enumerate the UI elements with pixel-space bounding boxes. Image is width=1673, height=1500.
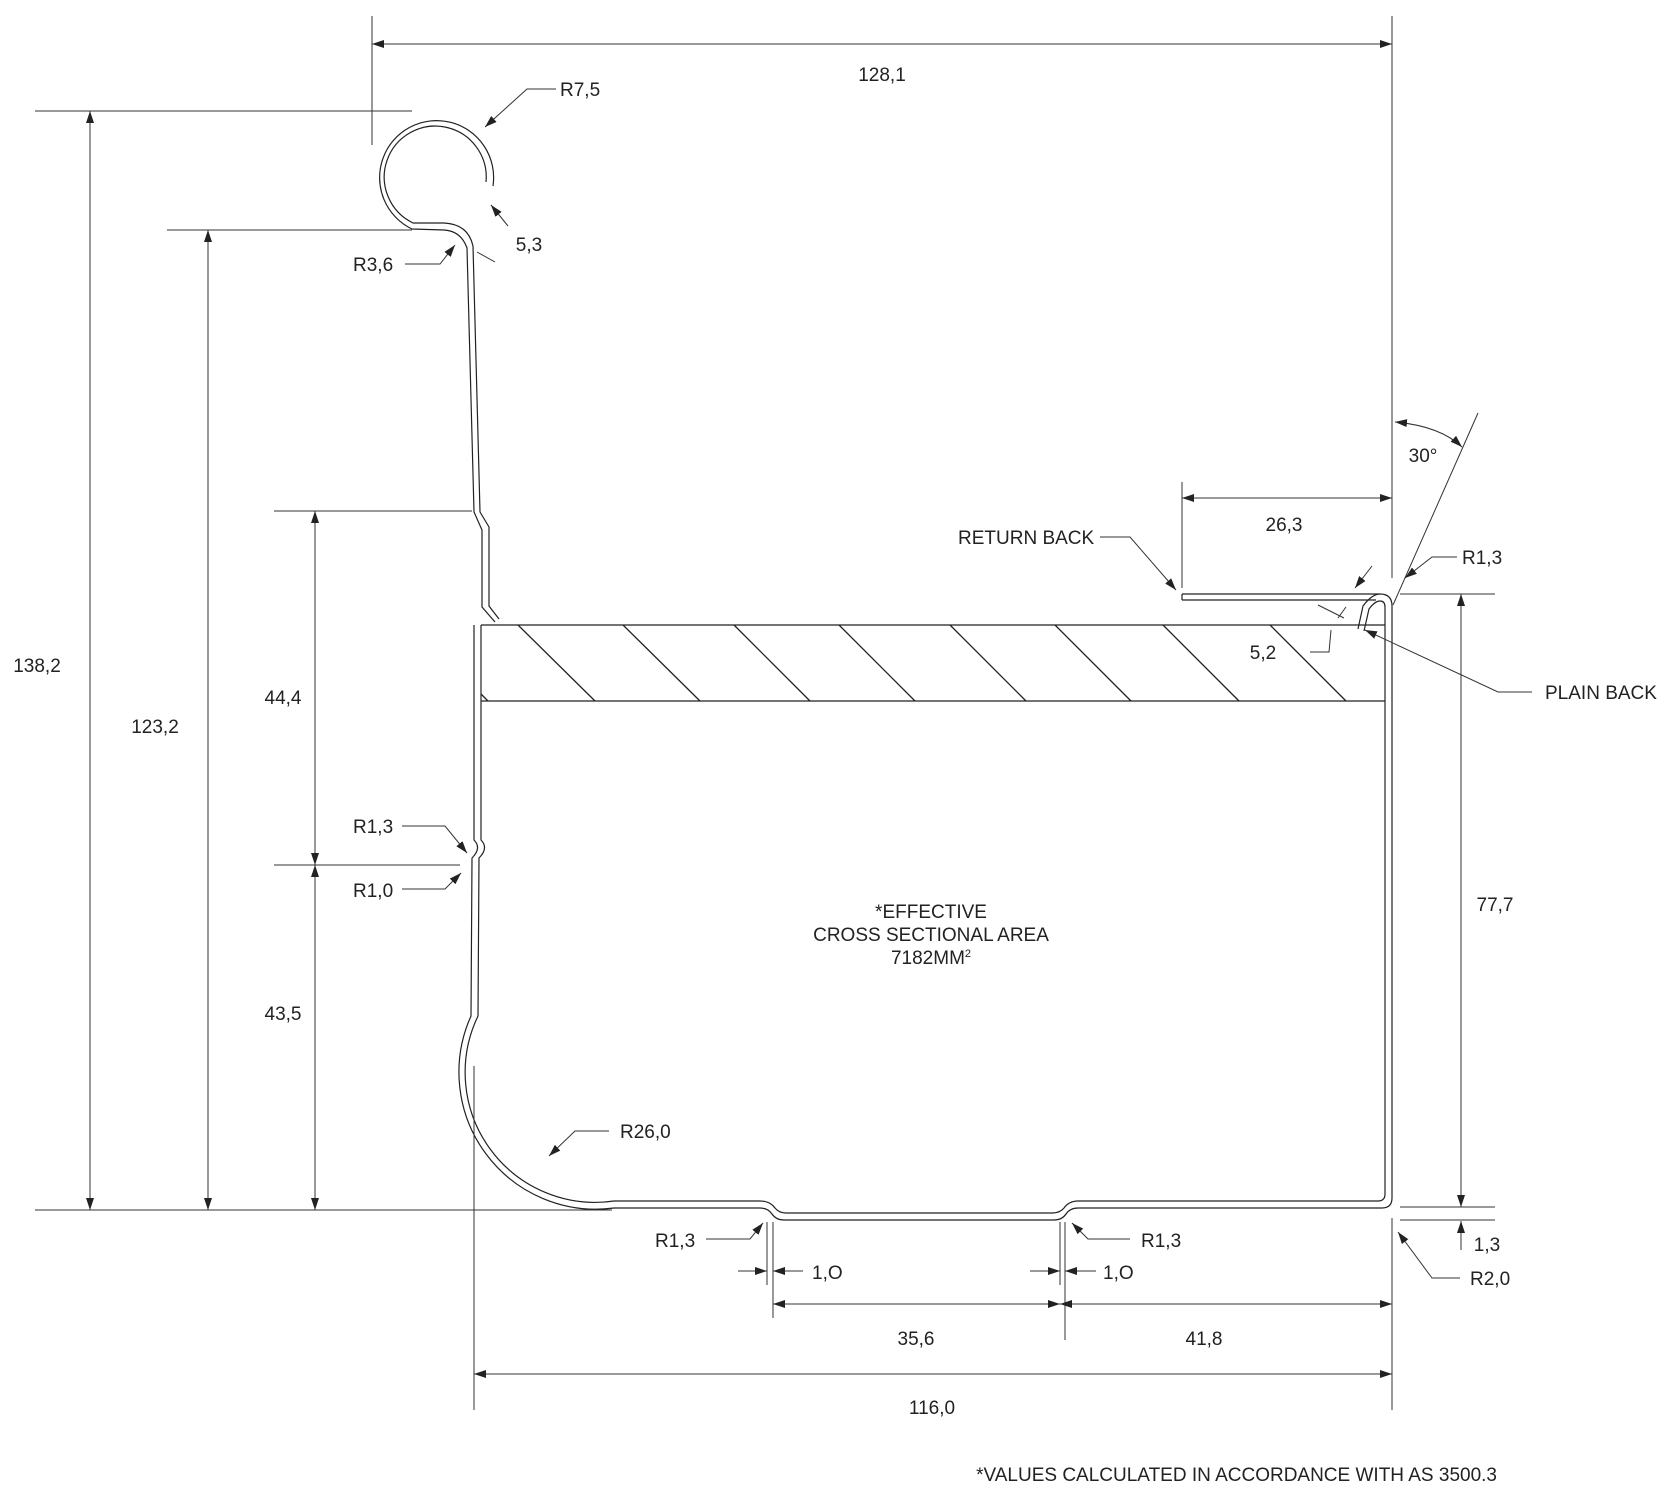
area-note-superscript: 2 (965, 948, 971, 960)
footnote: *VALUES CALCULATED IN ACCORDANCE WITH AS… (976, 1465, 1497, 1486)
leader-bead-neck-radius (405, 244, 456, 265)
leader-lines (402, 88, 1532, 1279)
dim-overall-height-label: 138,2 (13, 656, 61, 677)
gutter-inner-wall (464, 600, 1386, 1214)
leader-plain-back (1364, 629, 1532, 693)
radius-bead-label: R7,5 (560, 80, 600, 101)
bead-outer (379, 120, 496, 623)
dim-step-left-label: 1,O (812, 1263, 843, 1284)
return-back-label: RETURN BACK (958, 528, 1095, 549)
radius-face-lower-label: R1,0 (353, 881, 393, 902)
dim-lower-height-label: 43,5 (265, 1004, 302, 1025)
area-note-line1: *EFFECTIVE (875, 902, 987, 923)
radius-step-right-label: R1,3 (1141, 1231, 1181, 1252)
area-note-line3: 7182MM2 (891, 948, 971, 969)
leader-back-bottom-radius (1397, 1231, 1460, 1279)
radius-back-top-label: R1,3 (1462, 548, 1502, 569)
dim-angle-arc (1394, 419, 1463, 448)
extension-lines (35, 16, 1495, 1410)
leader-face-upper-radius (402, 825, 468, 854)
radius-face-upper-label: R1,3 (353, 817, 393, 838)
radius-back-bottom-label: R2,0 (1470, 1269, 1510, 1290)
leader-return-gap (1310, 629, 1332, 653)
dimension-lines (86, 40, 1465, 1378)
dim-bead-gap-label: 5,3 (516, 235, 542, 256)
leader-return-back (1100, 536, 1177, 591)
radius-sole-label: R26,0 (620, 1122, 671, 1143)
bead-inner (383, 125, 500, 620)
dim-back-height-label: 77,7 (1477, 895, 1514, 916)
dim-bottom-width-label: 116,0 (909, 1398, 955, 1419)
dim-bead-gap (490, 204, 509, 227)
dim-return-gap-a (1354, 565, 1373, 589)
effective-area-band (480, 624, 1385, 702)
radius-step-left-label: R1,3 (655, 1231, 695, 1252)
leader-back-top-radius (1404, 556, 1457, 579)
plain-back-label: PLAIN BACK (1545, 683, 1657, 704)
leader-sole-radius (548, 1130, 609, 1157)
dim-bead-gap-ext (476, 251, 496, 263)
dim-bottom-left-span-label: 35,6 (898, 1329, 935, 1350)
area-note-line2: CROSS SECTIONAL AREA (813, 925, 1049, 946)
gutter-profile (379, 120, 1393, 1221)
dim-return-gap-label: 5,2 (1250, 643, 1276, 664)
dim-bead-height-label: 123,2 (131, 717, 179, 738)
dim-angle-label: 30° (1409, 446, 1438, 467)
dim-return-width-label: 26,3 (1266, 515, 1303, 536)
radius-bead-neck-label: R3,6 (353, 255, 393, 276)
dim-back-offset-label: 1,3 (1474, 1235, 1500, 1256)
dim-upper-height-label: 44,4 (265, 688, 302, 709)
dimension-text: 128,1 138,2 123,2 44,4 43,5 77,7 26,3 11… (13, 65, 1657, 1486)
return-back-flange (1181, 593, 1380, 601)
dim-step-right-label: 1,O (1103, 1263, 1134, 1284)
leader-bead-radius (484, 88, 556, 128)
dim-return-gap-ext (1317, 604, 1345, 619)
gutter-outer-wall (458, 593, 1393, 1221)
leader-step-left-radius (706, 1222, 764, 1240)
dim-bottom-right-span-label: 41,8 (1186, 1329, 1223, 1350)
dim-return-gap-b (1337, 606, 1347, 619)
leader-step-right-radius (1071, 1222, 1130, 1240)
dim-overall-width-label: 128,1 (858, 65, 906, 86)
leader-face-lower-radius (402, 872, 462, 890)
